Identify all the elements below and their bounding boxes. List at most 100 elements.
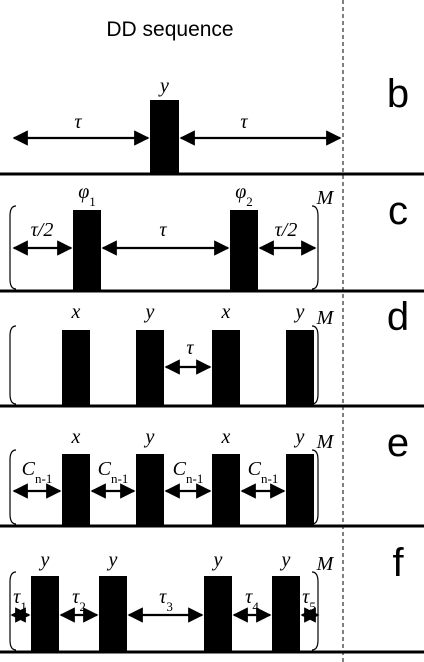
delay-label-f-2-main: τ <box>72 586 80 608</box>
pulse-f-1 <box>31 576 59 652</box>
pulse-label-c-1-main: φ <box>78 181 89 203</box>
pulse-label-e-1: x <box>71 426 81 448</box>
delay-label-f-3-subscript: 3 <box>166 599 173 614</box>
panel-e-letter: e <box>387 421 409 465</box>
repeat-multiplier-d: M <box>316 307 335 329</box>
delay-label-f-4: τ4 <box>245 586 259 614</box>
pulse-c-2 <box>230 210 258 291</box>
pulse-label-f-1: y <box>39 549 50 571</box>
pulse-label-e-3: x <box>221 426 231 448</box>
delay-label-d-1: τ <box>186 337 194 359</box>
panel-f-letter: f <box>392 541 404 585</box>
pulse-e-3 <box>212 454 240 526</box>
delay-label-f-1-subscript: 1 <box>20 599 27 614</box>
delay-label-d-1-main: τ <box>186 337 194 359</box>
pulse-label-c-1: φ1 <box>78 181 96 209</box>
panel-d-letter: d <box>387 295 409 339</box>
delay-label-e-2-main: C <box>98 458 112 480</box>
pulse-label-d-4-main: y <box>294 301 305 323</box>
delay-label-f-3-main: τ <box>159 586 167 608</box>
repeat-multiplier-f: M <box>316 553 335 575</box>
pulse-label-e-1-main: x <box>71 426 81 448</box>
delay-label-f-4-main: τ <box>245 586 253 608</box>
pulse-label-c-2: φ2 <box>235 181 253 209</box>
pulse-b-1 <box>150 100 179 174</box>
delay-label-c-2-main: τ <box>159 219 167 241</box>
pulse-label-f-2-main: y <box>107 549 118 571</box>
pulse-label-d-2: y <box>144 301 155 323</box>
pulse-f-2 <box>99 576 127 652</box>
delay-label-f-5-subscript: 5 <box>309 599 316 614</box>
repeat-bracket-right-c <box>311 205 319 290</box>
delay-label-c-1: τ/2 <box>31 219 54 241</box>
delay-label-e-3-subscript: n-1 <box>186 471 203 486</box>
pulse-e-2 <box>136 454 164 526</box>
delay-label-b-2: τ <box>240 111 248 133</box>
delay-label-f-4-subscript: 4 <box>252 599 259 614</box>
pulse-label-e-4-main: y <box>294 426 305 448</box>
delay-label-b-2-main: τ <box>240 111 248 133</box>
delay-label-f-1-main: τ <box>13 586 21 608</box>
delay-label-e-1: Cn-1 <box>22 458 53 486</box>
panel-c-letter: c <box>388 189 408 233</box>
delay-label-e-4: Cn-1 <box>248 458 279 486</box>
repeat-multiplier-e: M <box>316 431 335 453</box>
pulse-label-d-3-main: x <box>221 301 231 323</box>
delay-label-c-3: τ/2 <box>275 219 298 241</box>
pulse-label-e-4: y <box>294 426 305 448</box>
delay-label-b-1-main: τ <box>74 111 82 133</box>
repeat-bracket-left-c <box>9 205 17 290</box>
pulse-e-1 <box>62 454 90 526</box>
delay-label-f-3: τ3 <box>159 586 173 614</box>
pulse-c-1 <box>73 210 101 291</box>
delay-label-e-1-subscript: n-1 <box>35 471 52 486</box>
panel-d: d x y x y τ M <box>0 295 424 408</box>
repeat-bracket-left-d <box>9 325 17 405</box>
repeat-bracket-right-f <box>311 571 319 651</box>
pulse-f-4 <box>272 576 300 652</box>
pulse-label-f-3-main: y <box>212 549 223 571</box>
delay-label-f-5-main: τ <box>302 586 310 608</box>
pulse-label-d-4: y <box>294 301 305 323</box>
pulse-label-e-3-main: x <box>221 426 231 448</box>
pulse-d-4 <box>286 330 314 406</box>
delay-label-f-1: τ1 <box>13 586 27 614</box>
pulse-label-c-2-subscript: 2 <box>246 194 253 209</box>
delay-label-c-2: τ <box>159 219 167 241</box>
delay-label-e-3-main: C <box>173 458 187 480</box>
pulse-d-3 <box>212 330 240 406</box>
pulse-d-1 <box>62 330 90 406</box>
pulse-f-3 <box>204 576 232 652</box>
pulse-label-f-3: y <box>212 549 223 571</box>
pulse-label-f-2: y <box>107 549 118 571</box>
diagram-title: DD sequence <box>106 18 233 41</box>
pulse-label-d-3: x <box>221 301 231 323</box>
repeat-bracket-right-e <box>311 449 319 525</box>
panel-b: b y τ τ <box>0 72 424 176</box>
delay-label-f-5: τ5 <box>302 586 316 614</box>
delay-label-f-2: τ2 <box>72 586 86 614</box>
delay-label-f-2-subscript: 2 <box>79 599 86 614</box>
delay-label-b-1: τ <box>74 111 82 133</box>
pulse-label-c-2-main: φ <box>235 181 246 203</box>
delay-label-c-3-main: τ/2 <box>275 219 298 241</box>
delay-label-e-3: Cn-1 <box>173 458 204 486</box>
repeat-bracket-left-e <box>9 449 17 525</box>
repeat-bracket-left-f <box>9 571 17 651</box>
pulse-label-c-1-subscript: 1 <box>89 194 96 209</box>
pulse-e-4 <box>286 454 314 526</box>
delay-label-e-1-main: C <box>22 458 36 480</box>
pulse-label-f-4: y <box>280 549 291 571</box>
pulse-label-d-1-main: x <box>71 301 81 323</box>
repeat-multiplier-c: M <box>316 187 335 209</box>
pulse-label-e-2: y <box>144 426 155 448</box>
repeat-bracket-right-d <box>311 325 319 405</box>
panel-b-letter: b <box>387 72 409 116</box>
pulse-label-f-1-main: y <box>39 549 50 571</box>
pulse-label-d-1: x <box>71 301 81 323</box>
pulse-label-b-1-main: y <box>158 75 169 97</box>
